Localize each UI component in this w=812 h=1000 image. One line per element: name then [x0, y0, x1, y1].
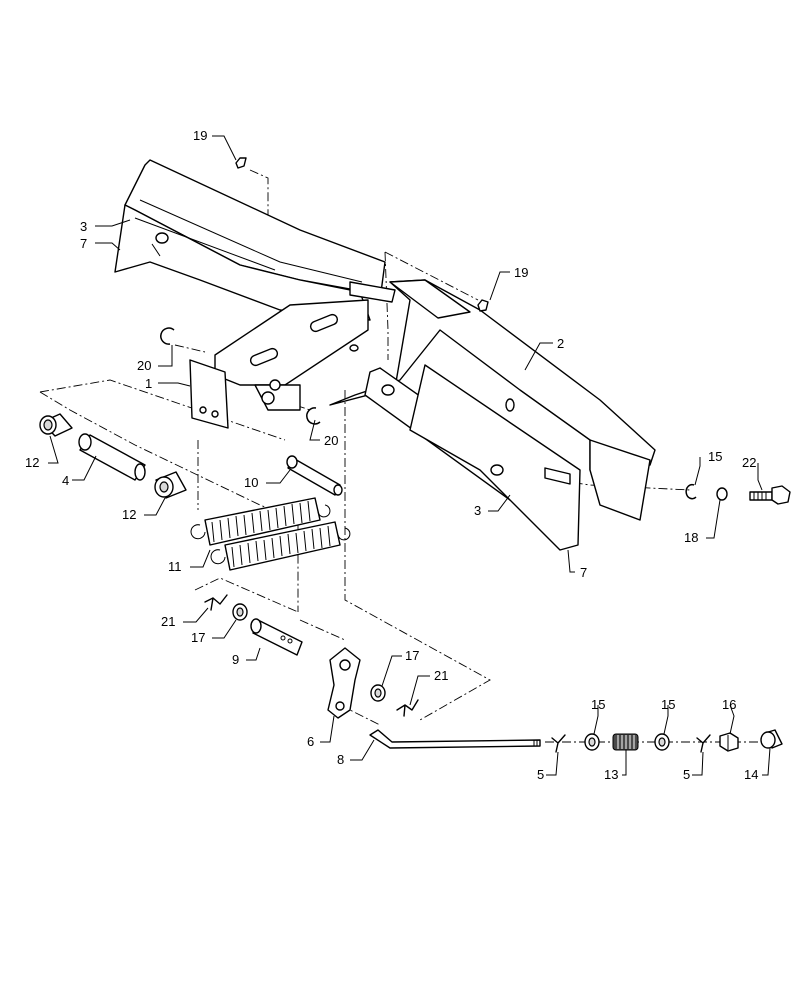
callout-3: 3: [474, 503, 481, 518]
callout-20: 20: [324, 433, 338, 448]
callout-1: 1: [145, 376, 152, 391]
callout-10: 10: [244, 475, 258, 490]
washer-15a: [685, 483, 697, 500]
washer-15b: [584, 733, 600, 751]
bracket-1: [189, 299, 369, 429]
callout-2: 2: [557, 336, 564, 351]
lever-6: [327, 647, 361, 719]
lower-rail-3-7: [364, 364, 581, 551]
callout-15: 15: [591, 697, 605, 712]
snap-ring-20a: [160, 327, 175, 345]
pin-9: [250, 618, 303, 656]
callout-17: 17: [191, 630, 205, 645]
callout-20: 20: [137, 358, 151, 373]
callout-18: 18: [684, 530, 698, 545]
callout-8: 8: [337, 752, 344, 767]
bolt-22: [749, 485, 791, 505]
cotter-pin-21b: [396, 699, 419, 717]
callout-labels: 19 3 7 19 2 20 1 20 12 4 12 10 11 15 22 …: [25, 128, 758, 782]
callout-13: 13: [604, 767, 618, 782]
pin-10: [286, 455, 343, 496]
callout-15: 15: [708, 449, 722, 464]
callout-11: 11: [168, 559, 182, 574]
clip-19b: [477, 299, 489, 312]
callout-12: 12: [25, 455, 39, 470]
callout-7: 7: [80, 236, 87, 251]
callout-4: 4: [62, 473, 69, 488]
leader-lines: [48, 135, 771, 776]
callout-5: 5: [537, 767, 544, 782]
cap-14: [760, 729, 783, 749]
pin-5b: [696, 734, 711, 753]
washer-18: [716, 487, 728, 501]
bushing-12b: [154, 471, 187, 499]
callout-3: 3: [80, 219, 87, 234]
nut-16: [719, 732, 739, 752]
pin-4: [78, 433, 146, 481]
upper-rail-3-7: [114, 159, 386, 321]
callout-12: 12: [122, 507, 136, 522]
main-arm-2: [329, 279, 656, 521]
callout-14: 14: [744, 767, 758, 782]
callout-5: 5: [683, 767, 690, 782]
callout-15: 15: [661, 697, 675, 712]
spring-11: [190, 497, 351, 571]
callout-16: 16: [722, 697, 736, 712]
callout-19: 19: [193, 128, 207, 143]
washer-17a: [232, 603, 248, 621]
cotter-pin-21a: [204, 594, 228, 611]
snap-ring-20b: [306, 407, 321, 425]
spring-13: [612, 733, 639, 751]
callout-7: 7: [580, 565, 587, 580]
washer-15c: [654, 733, 670, 751]
callout-22: 22: [742, 455, 756, 470]
callout-6: 6: [307, 734, 314, 749]
bushing-12a: [39, 413, 73, 437]
callout-9: 9: [232, 652, 239, 667]
washer-17b: [370, 684, 386, 702]
callout-17: 17: [405, 648, 419, 663]
pin-5a: [551, 734, 566, 753]
callout-21: 21: [161, 614, 175, 629]
callout-21: 21: [434, 668, 448, 683]
rod-8: [369, 729, 541, 749]
callout-19: 19: [514, 265, 528, 280]
clip-19a: [235, 157, 247, 169]
